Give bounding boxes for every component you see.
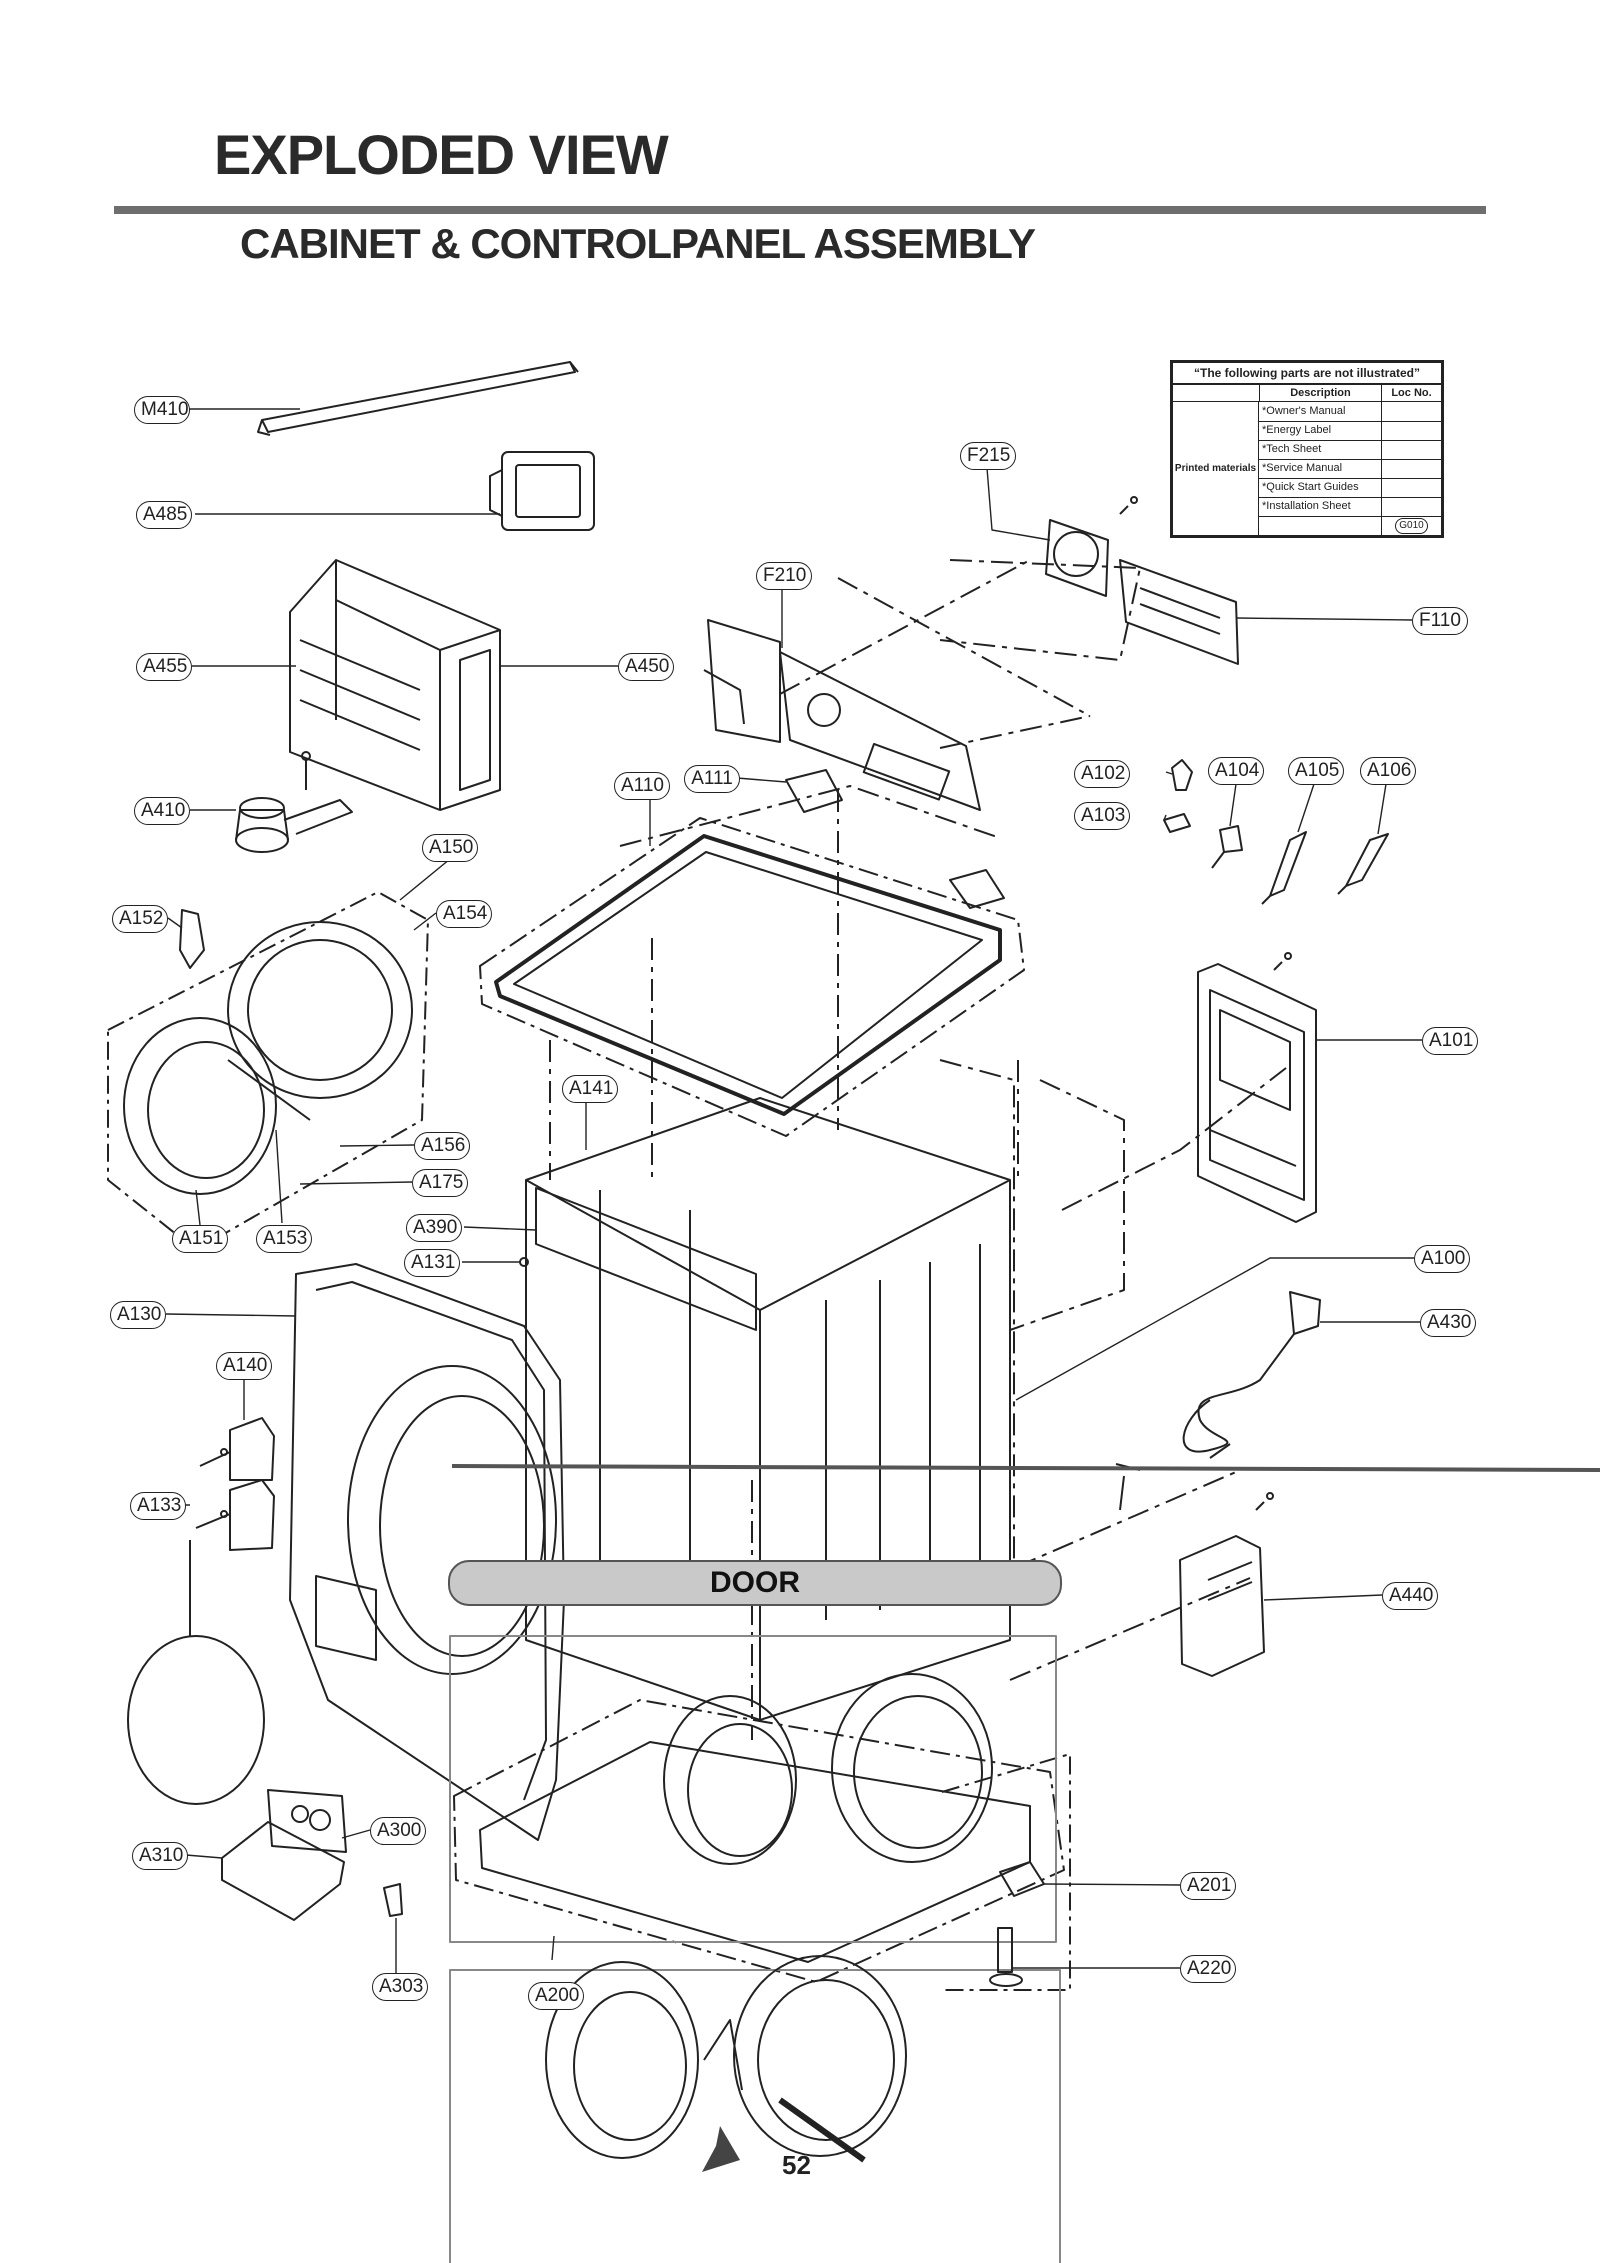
callout-A390: A390 <box>406 1214 462 1242</box>
notes-item: *Owner's Manual <box>1259 402 1381 422</box>
top-bracket-part <box>257 361 579 436</box>
notes-loc-cell <box>1381 497 1441 517</box>
callout-A111: A111 <box>684 765 740 793</box>
callout-A102: A102 <box>1074 760 1130 788</box>
arrow-icon <box>702 2126 740 2172</box>
callout-A154: A154 <box>436 900 492 928</box>
callout-A151: A151 <box>172 1225 228 1253</box>
callout-F215: F215 <box>960 442 1016 470</box>
callout-A140: A140 <box>216 1352 272 1380</box>
damper-part <box>1261 831 1307 905</box>
callout-A410: A410 <box>134 797 190 825</box>
notes-loc-header: Loc No. <box>1381 385 1441 402</box>
power-cord-part <box>1182 1291 1321 1453</box>
callout-A300: A300 <box>370 1817 426 1845</box>
damper-part <box>1337 833 1389 895</box>
callout-A201: A201 <box>1180 1872 1236 1900</box>
filter-cover-part <box>221 1789 347 1921</box>
callout-A303: A303 <box>372 1973 428 2001</box>
callout-A106: A106 <box>1360 757 1416 785</box>
clamp-ring-part <box>127 1635 265 1805</box>
leveling-foot-part <box>989 1927 1023 1987</box>
screw-markers <box>220 496 1292 1518</box>
hose-connector-part <box>1211 825 1243 869</box>
cabinet-body-part <box>525 1097 1011 1721</box>
notes-group-header <box>1173 385 1259 402</box>
callout-A485: A485 <box>136 501 192 529</box>
callout-A430: A430 <box>1420 1309 1476 1337</box>
notes-loc-cell <box>1381 421 1441 441</box>
drain-cap-part <box>383 1883 403 1917</box>
top-plate-bracket-part <box>785 769 843 813</box>
door-insert-part <box>545 1955 907 2172</box>
callout-A105: A105 <box>1288 757 1344 785</box>
callout-A133: A133 <box>130 1492 186 1520</box>
callout-A141: A141 <box>562 1075 618 1103</box>
notes-item: *Service Manual <box>1259 459 1381 479</box>
door-latch-part <box>179 909 205 969</box>
callout-A104: A104 <box>1208 757 1264 785</box>
callout-A101: A101 <box>1422 1027 1478 1055</box>
callout-leaders <box>165 408 1422 1973</box>
callout-A130: A130 <box>110 1301 166 1329</box>
door-assembly-part <box>107 891 429 1251</box>
control-panel-part <box>703 619 981 811</box>
callout-A156: A156 <box>414 1132 470 1160</box>
back-cover-part <box>1197 963 1317 1223</box>
callout-A131: A131 <box>404 1249 460 1277</box>
leg-bracket-part <box>999 1861 1045 1897</box>
page-number: 52 <box>782 2150 811 2180</box>
callout-A150: A150 <box>422 834 478 862</box>
notes-item: *Installation Sheet <box>1259 497 1381 517</box>
notes-item: *Quick Start Guides <box>1259 478 1381 498</box>
loc-tag: G010 <box>1395 518 1428 534</box>
callout-A110: A110 <box>614 772 670 800</box>
notes-loc-cell <box>1381 478 1441 498</box>
page-title: EXPLODED VIEW <box>214 123 669 186</box>
callout-A455: A455 <box>136 653 192 681</box>
notes-loc-cell <box>1381 459 1441 479</box>
notes-description-header: Description <box>1259 385 1381 402</box>
callout-A153: A153 <box>256 1225 312 1253</box>
not-illustrated-parts-table: “The following parts are not illustrated… <box>1170 360 1444 538</box>
callout-F210: F210 <box>756 562 812 590</box>
top-plate-bracket-part <box>949 869 1005 909</box>
callout-A450: A450 <box>618 653 674 681</box>
callout-F110: F110 <box>1412 607 1468 635</box>
callout-A200: A200 <box>528 1982 584 2010</box>
callout-A103: A103 <box>1074 802 1130 830</box>
door-section-label: DOOR <box>448 1560 1062 1606</box>
notes-heading: “The following parts are not illustrated… <box>1173 363 1441 385</box>
front-panel-part <box>289 1263 565 1841</box>
pressure-sensor-part <box>235 751 353 853</box>
notes-loc-cell: G010 <box>1381 516 1441 535</box>
callout-A440: A440 <box>1382 1582 1438 1610</box>
top-plate-part <box>479 817 1025 1137</box>
noise-filter-part <box>1179 1535 1265 1677</box>
section-line <box>451 1464 1600 1472</box>
small-clip-part <box>1171 759 1193 791</box>
notes-item: *Energy Label <box>1259 421 1381 441</box>
page-subtitle: CABINET & CONTROLPANEL ASSEMBLY <box>240 220 1036 267</box>
pcb-module-part <box>489 451 595 531</box>
notes-item: *Tech Sheet <box>1259 440 1381 460</box>
notes-loc-cell <box>1381 402 1441 422</box>
callout-A310: A310 <box>132 1842 188 1870</box>
callout-M410: M410 <box>134 396 190 424</box>
callout-A175: A175 <box>412 1169 468 1197</box>
notes-group-label: Printed materials <box>1173 402 1259 535</box>
notes-loc-cell <box>1381 440 1441 460</box>
title-divider <box>114 206 1486 214</box>
callout-A152: A152 <box>112 905 168 933</box>
callout-A220: A220 <box>1180 1955 1236 1983</box>
callout-A100: A100 <box>1414 1245 1470 1273</box>
small-clip-part <box>1163 813 1191 833</box>
notes-item <box>1259 516 1381 535</box>
door-hinge-part <box>195 1417 275 1551</box>
main-pcb-housing-part <box>289 559 501 811</box>
control-pcb-part <box>1045 519 1239 665</box>
